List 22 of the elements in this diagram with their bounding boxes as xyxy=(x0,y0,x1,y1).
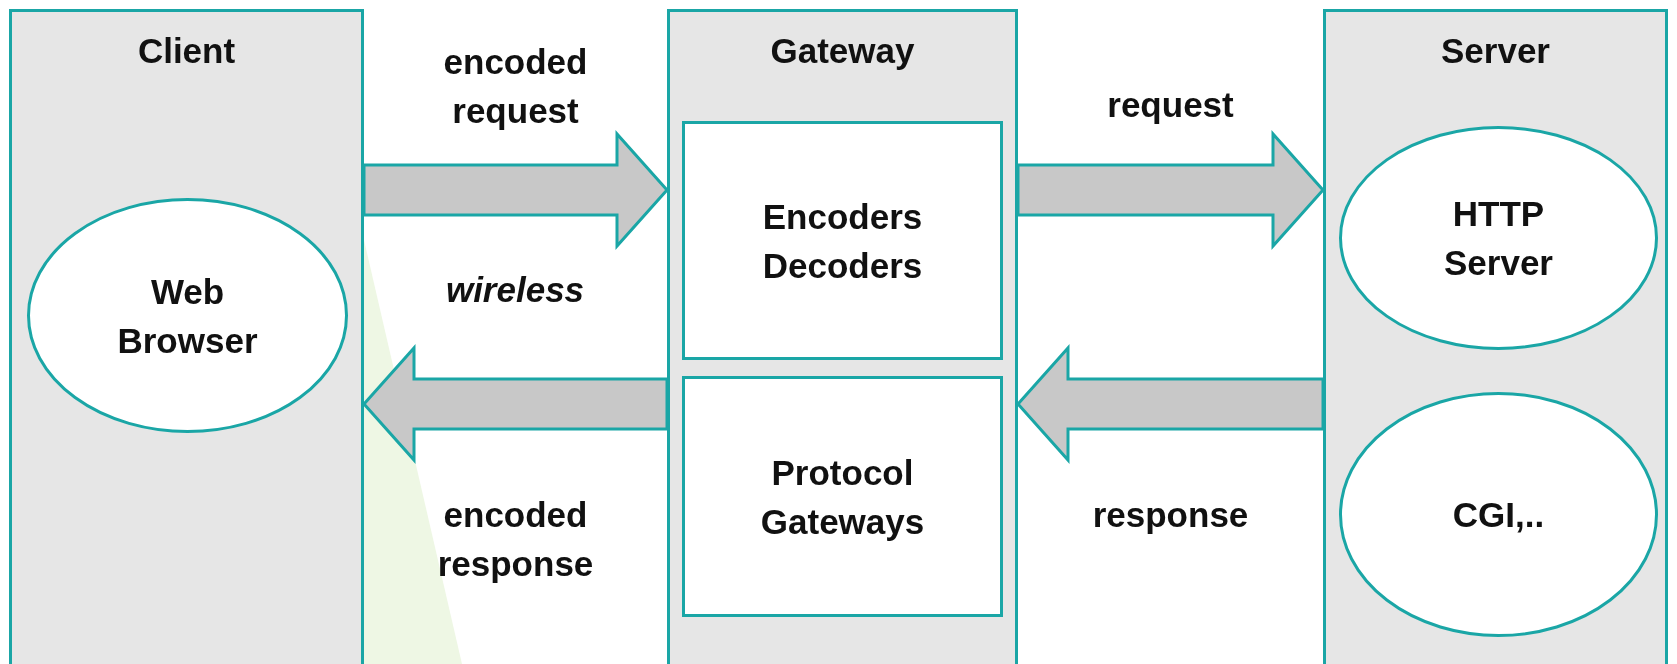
panel-title: Gateway xyxy=(769,30,916,72)
component-label: HTTP Server xyxy=(1443,193,1554,284)
column-panel xyxy=(9,9,364,664)
block-arrow xyxy=(1016,344,1325,464)
column-panel xyxy=(1323,9,1668,664)
link-label: wireless xyxy=(444,269,586,311)
block-arrow xyxy=(362,130,669,250)
edge-label: request xyxy=(1106,84,1235,126)
column-panel xyxy=(667,9,1018,664)
component-label: Protocol Gateways xyxy=(759,451,926,543)
component-box xyxy=(682,376,1003,617)
edge-label: encoded request xyxy=(442,41,589,132)
edge-label: encoded response xyxy=(436,494,595,585)
component-label: Encoders Decoders xyxy=(761,195,924,287)
component-box xyxy=(682,121,1003,360)
panel-title: Server xyxy=(1440,30,1551,72)
panel-title: Client xyxy=(136,30,237,72)
component-label: Web Browser xyxy=(116,270,259,362)
edge-label: response xyxy=(1091,494,1250,536)
component-label: CGI,.. xyxy=(1451,494,1546,536)
block-arrow xyxy=(1016,130,1325,250)
block-arrow xyxy=(362,344,669,464)
